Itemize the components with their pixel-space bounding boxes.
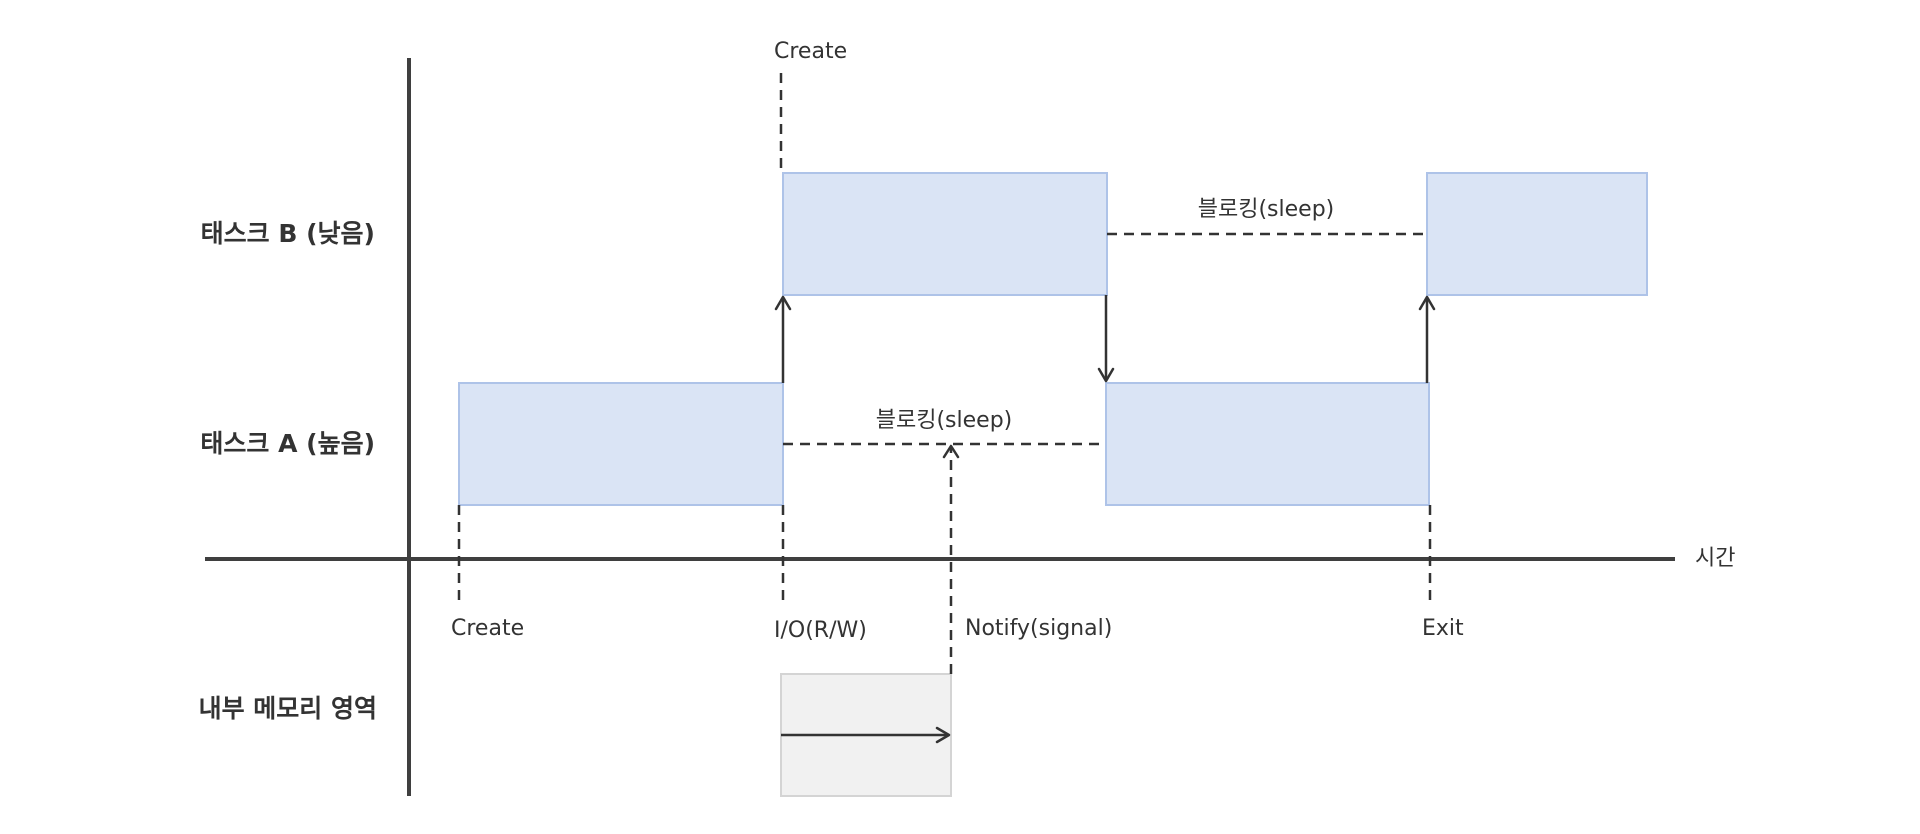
lane-label-memory: 내부 메모리 영역 (199, 694, 377, 723)
lane-label-task-b: 태스크 B (낮음) (201, 219, 375, 248)
state-label-blocking-b: 블로킹(sleep) (1198, 197, 1335, 222)
state-label-blocking-a: 블로킹(sleep) (876, 408, 1013, 433)
task-a-run-block-1 (458, 382, 784, 506)
event-label-create-b: Create (774, 39, 847, 64)
time-axis-label: 시간 (1695, 546, 1735, 571)
event-label-create-a: Create (451, 616, 524, 641)
switch-a-to-b-arrowhead (774, 295, 792, 311)
switch-a-to-b-arrowhead-2 (1418, 295, 1436, 311)
event-label-exit: Exit (1422, 616, 1464, 641)
memory-write-arrowhead (935, 726, 951, 744)
task-a-run-block-2 (1105, 382, 1430, 506)
switch-b-to-a-arrowhead (1097, 367, 1115, 383)
notify-arrowhead (942, 444, 960, 459)
task-b-run-block-2 (1426, 172, 1648, 296)
task-b-run-block-1 (782, 172, 1108, 296)
event-label-io: I/O(R/W) (774, 618, 867, 643)
event-label-notify: Notify(signal) (965, 616, 1112, 641)
lane-label-task-a: 태스크 A (높음) (200, 429, 375, 458)
